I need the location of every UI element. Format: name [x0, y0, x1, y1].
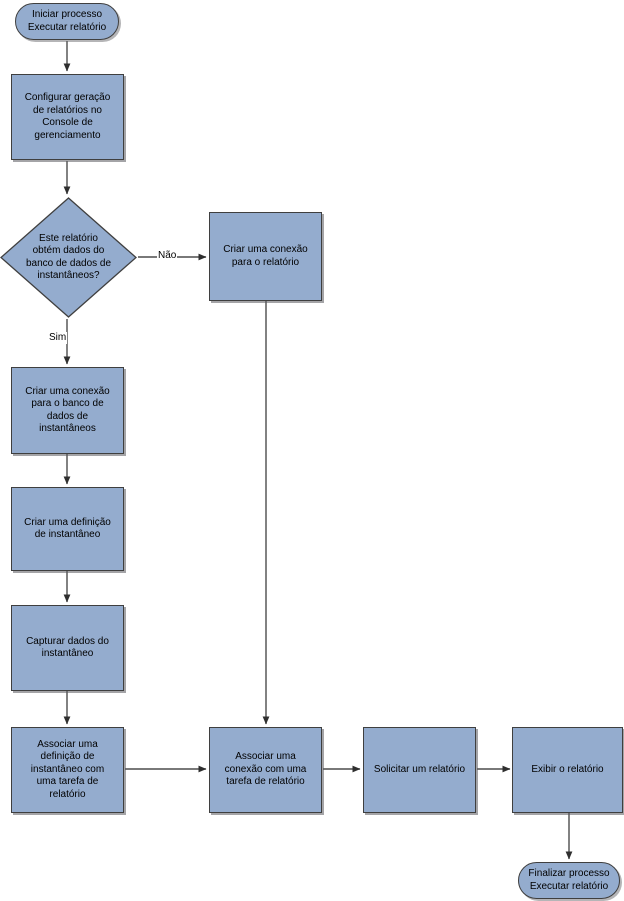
node-associate-snapshot-definition-label: Associar uma definição de instantâneo co… — [30, 738, 105, 800]
node-create-snapshot-definition-label: Criar uma definição de instantâneo — [24, 516, 111, 541]
node-capture-snapshot-data-label: Capturar dados do instantâneo — [26, 635, 109, 660]
node-associate-connection-report-task-label: Associar uma conexão com uma tarefa de r… — [224, 751, 307, 788]
node-request-report[interactable]: Solicitar um relatório — [363, 727, 476, 813]
node-create-connection-for-report[interactable]: Criar uma conexão para o relatório — [209, 212, 322, 301]
node-display-report[interactable]: Exibir o relatório — [512, 727, 623, 813]
node-associate-snapshot-definition[interactable]: Associar uma definição de instantâneo co… — [11, 727, 124, 813]
node-display-report-label: Exibir o relatório — [531, 763, 604, 775]
edge-label-yes: Sim — [48, 332, 68, 344]
node-configure-report-generation-label: Configurar geração de relatórios no Cons… — [24, 92, 111, 141]
node-request-report-label: Solicitar um relatório — [373, 763, 466, 775]
node-create-snapshot-definition[interactable]: Criar uma definição de instantâneo — [11, 487, 124, 571]
diamond-shape-icon — [0, 197, 137, 318]
node-configure-report-generation[interactable]: Configurar geração de relatórios no Cons… — [11, 74, 124, 160]
node-end[interactable]: Finalizar processo Executar relatório — [518, 862, 620, 899]
node-create-connection-for-report-label: Criar uma conexão para o relatório — [223, 244, 308, 268]
node-start-label: Iniciar processo Executar relatório — [27, 9, 107, 33]
node-end-label: Finalizar processo Executar relatório — [528, 868, 610, 892]
node-associate-connection-report-task[interactable]: Associar uma conexão com uma tarefa de r… — [209, 727, 322, 813]
node-create-connection-snapshot-database[interactable]: Criar uma conexão para o banco de dados … — [11, 367, 124, 454]
node-start[interactable]: Iniciar processo Executar relatório — [15, 3, 119, 40]
edge-label-no: Não — [157, 250, 178, 262]
node-decision-snapshot-database[interactable]: Este relatório obtém dados do banco de d… — [0, 197, 137, 318]
node-create-connection-snapshot-database-label: Criar uma conexão para o banco de dados … — [25, 385, 110, 435]
node-decision-snapshot-database-label: Este relatório obtém dados do banco de d… — [25, 232, 112, 282]
node-capture-snapshot-data[interactable]: Capturar dados do instantâneo — [11, 605, 124, 691]
